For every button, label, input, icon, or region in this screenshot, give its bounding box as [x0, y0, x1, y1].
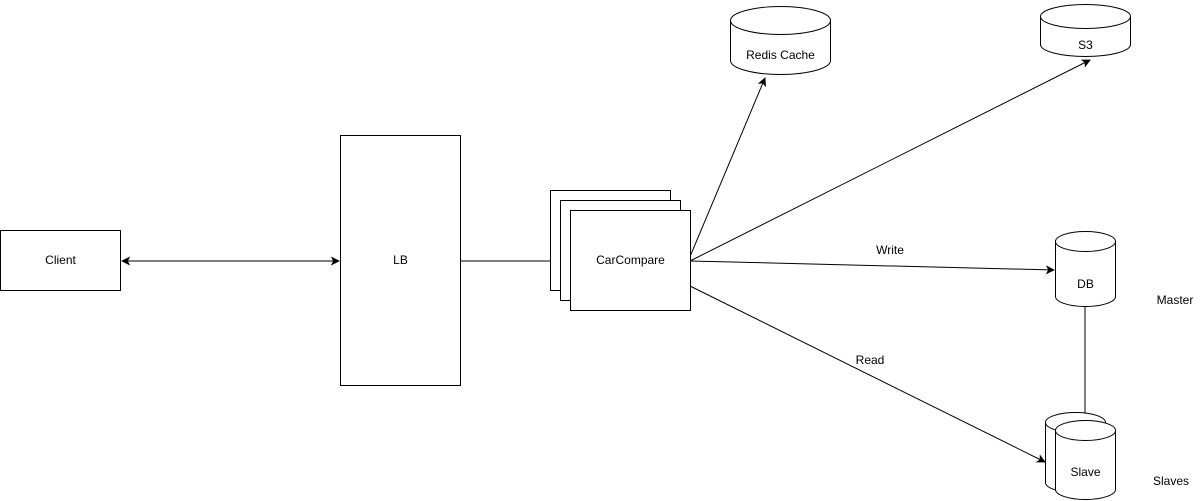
slaves-annotation: Slaves [1153, 474, 1189, 488]
client-label: Client [45, 253, 76, 267]
write-edge-label: Write [876, 243, 904, 257]
slave-front-cylinder-body [1055, 430, 1116, 500]
edge-carcompare-s3 [689, 59, 1091, 262]
client-node[interactable]: Client [0, 230, 121, 291]
carcompare-label: CarCompare [596, 253, 665, 267]
s3-label: S3 [1078, 38, 1093, 52]
lb-node[interactable]: LB [340, 135, 461, 386]
redis-cylinder-body [730, 20, 831, 75]
slave-front-cylinder-top [1055, 420, 1116, 441]
s3-cylinder-top [1040, 4, 1131, 29]
db-cylinder-top [1055, 231, 1116, 252]
db-cylinder-body [1055, 241, 1116, 307]
edge-carcompare-slave [689, 285, 1046, 463]
db-master-node[interactable]: DB [1055, 231, 1116, 307]
edge-carcompare-redis [688, 77, 767, 260]
master-annotation: Master [1157, 293, 1194, 307]
redis-cylinder-top [730, 6, 831, 35]
edge-carcompare-db [689, 260, 1055, 275]
redis-cache-node[interactable]: Redis Cache [730, 6, 831, 75]
lb-label: LB [393, 253, 408, 267]
redis-label: Redis Cache [746, 48, 815, 62]
edges [121, 59, 1091, 463]
slaves-node[interactable]: Slave [1045, 412, 1116, 500]
read-edge-label: Read [856, 353, 885, 367]
s3-node[interactable]: S3 [1040, 4, 1131, 57]
carcompare-node[interactable]: CarCompare [550, 190, 691, 311]
slave-label: Slave [1070, 465, 1100, 479]
carcompare-instance-front [570, 210, 691, 311]
db-label: DB [1077, 277, 1094, 291]
